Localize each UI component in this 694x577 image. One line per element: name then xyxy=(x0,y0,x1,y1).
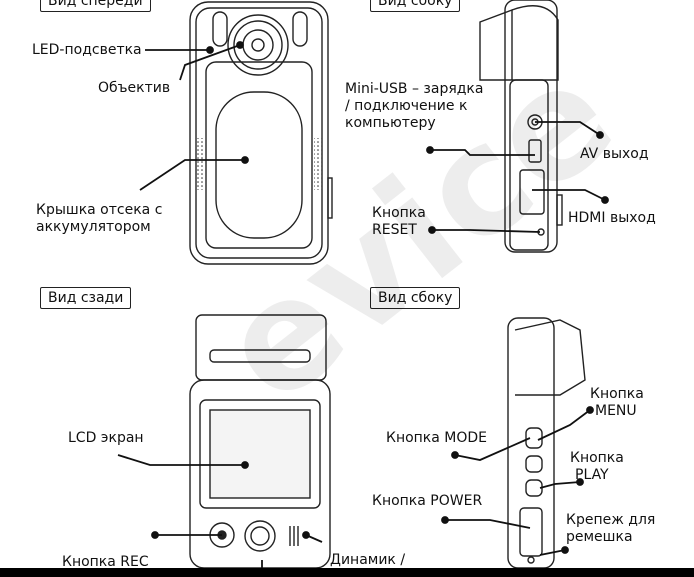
label-mode-button: Кнопка MODE xyxy=(386,430,488,446)
label-battery-cover-1: Крышка отсека с xyxy=(36,202,163,218)
label-power-button: Кнопка POWER xyxy=(372,493,483,509)
camera-side-ports xyxy=(479,0,563,253)
camera-back xyxy=(189,314,331,569)
bottom-border xyxy=(0,568,694,577)
label-reset-1: Кнопка xyxy=(372,205,426,221)
label-lens: Объектив xyxy=(98,80,171,96)
view-label-front: Вид спереди xyxy=(40,0,151,12)
label-play-button-1: Кнопка xyxy=(570,450,624,466)
label-mini-usb-3: компьютеру xyxy=(345,115,436,131)
camera-front xyxy=(189,1,333,265)
label-mini-usb-1: Mini-USB – зарядка xyxy=(345,81,484,97)
label-strap-mount-1: Крепеж для xyxy=(566,512,656,528)
view-label-side-bottom: Вид сбоку xyxy=(370,287,461,309)
label-reset-2: RESET xyxy=(372,222,417,238)
label-rec-button: Кнопка REC xyxy=(62,554,149,570)
label-lcd-screen: LCD экран xyxy=(68,430,144,446)
label-led-backlight: LED-подсветка xyxy=(32,42,142,58)
leader-lines xyxy=(117,41,609,570)
label-speaker: Динамик / xyxy=(330,552,406,568)
label-battery-cover-2: аккумулятором xyxy=(36,219,151,235)
label-menu-button-1: Кнопка xyxy=(590,386,644,402)
view-label-side-top: Вид сбоку xyxy=(370,0,461,12)
label-play-button-2: PLAY xyxy=(575,467,609,483)
label-menu-button-2: MENU xyxy=(595,403,637,419)
label-hdmi-out: HDMI выход xyxy=(568,210,656,226)
label-strap-mount-2: ремешка xyxy=(566,529,633,545)
label-av-out: AV выход xyxy=(580,146,649,162)
label-mini-usb-2: / подключение к xyxy=(345,98,468,114)
view-label-back: Вид сзади xyxy=(40,287,132,309)
